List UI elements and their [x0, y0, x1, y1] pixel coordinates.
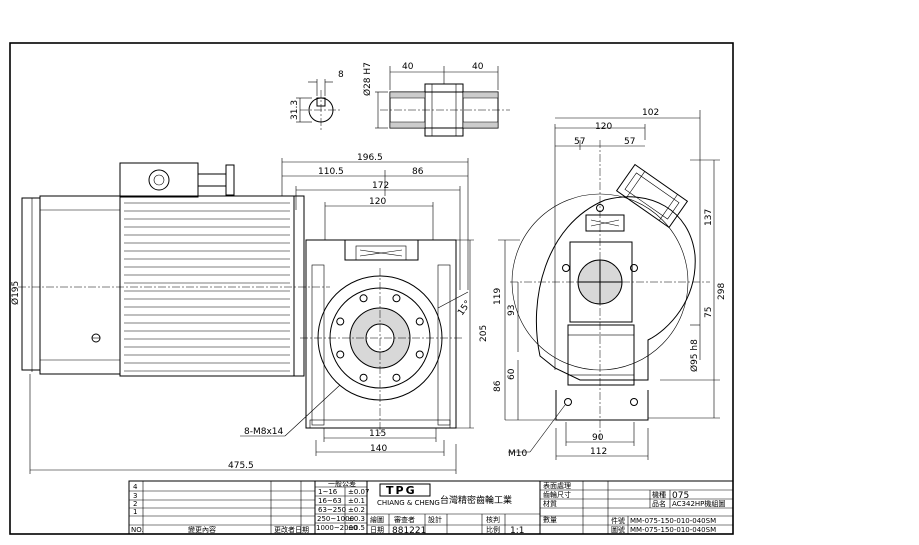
- revision-header-date: 更改者日期: [274, 525, 309, 534]
- gearbox-right-view: [498, 110, 720, 460]
- dim-h-119: 119: [493, 288, 503, 305]
- label-m10: M10: [508, 449, 527, 459]
- name-value: AC342HP機組圖: [672, 499, 725, 508]
- tolerance-range-1: 1~16: [318, 488, 338, 496]
- part-no-label: 圖號: [611, 525, 625, 534]
- gear-size-label: 齒輪尺寸: [543, 490, 571, 499]
- dim-102: 102: [642, 108, 659, 118]
- dim-h-75: 75: [704, 307, 714, 318]
- material-label: 材質: [543, 499, 557, 508]
- dim-bore-depth: 31.3: [290, 100, 300, 120]
- dim-h-60: 60: [507, 368, 517, 380]
- dim-angle-15: 15°: [456, 299, 473, 318]
- flange-bolt-hole: [336, 317, 345, 326]
- dim-bore-dia: Ø28 H7: [362, 62, 373, 96]
- tolerance-range-3: 63~250: [318, 506, 346, 514]
- tolerance-range-5: 1000~2000: [316, 524, 358, 532]
- reviewer-label: 審查者: [394, 515, 415, 524]
- tolerance-value-5: ±0.5: [348, 524, 365, 532]
- flange-bolt-hole: [336, 350, 345, 359]
- dim-h-298: 298: [717, 283, 727, 300]
- shaft-bore-detail: [296, 79, 342, 130]
- company-name: 台灣精密齒輪工業: [440, 494, 512, 506]
- design-label: 設計: [428, 515, 442, 524]
- dim-base-90: 90: [592, 433, 604, 443]
- flange-bolt-hole: [415, 317, 424, 326]
- dim-total-length: 475.5: [228, 461, 254, 471]
- dim-height-205: 205: [479, 325, 489, 342]
- name-label: 品名: [652, 499, 666, 508]
- model-label: 機種: [652, 490, 666, 499]
- model-value: 075: [672, 491, 689, 501]
- revision-header-content: 變更內容: [188, 525, 216, 534]
- flange-bolt-hole: [392, 373, 401, 382]
- company-logo: TPG: [386, 484, 417, 497]
- dim-inner-width: 120: [369, 197, 386, 207]
- motor-body: [18, 162, 330, 377]
- revision-header-no: NO.: [131, 526, 144, 534]
- dim-half-left: 57: [574, 137, 585, 147]
- date-value: 881221: [392, 526, 426, 536]
- flange-bolt-hole: [359, 294, 368, 303]
- dim-base-112: 112: [590, 447, 607, 457]
- dim-h-137: 137: [704, 209, 714, 226]
- output-shaft-detail: [375, 66, 510, 137]
- dim-shaft-dia: Ø95 h8: [689, 339, 700, 372]
- drawing-no-value: MM-075-150-010-040SM: [630, 517, 716, 525]
- flange-bolt-hole: [415, 350, 424, 359]
- dim-key-width: 8: [338, 70, 344, 80]
- dim-h-93: 93: [507, 305, 517, 316]
- dim-bolt-span: 115: [369, 429, 386, 439]
- date-label: 日期: [370, 526, 384, 534]
- quantity-label: 數量: [543, 515, 557, 524]
- tolerance-value-2: ±0.1: [348, 497, 365, 505]
- dim-shaft-right: 40: [472, 62, 484, 72]
- surface-treatment-label: 表面處理: [543, 481, 571, 490]
- dim-120: 120: [595, 122, 612, 132]
- drawing-no-label: 件號: [611, 516, 625, 525]
- side-dimension-lines: [29, 158, 469, 474]
- ratio-label: 比例: [486, 525, 500, 534]
- title-block: [128, 480, 734, 535]
- company-logo-subtitle: CHIANG & CHENG: [377, 499, 440, 507]
- dim-shaft-left: 40: [402, 62, 414, 72]
- approve-label: 核判: [486, 515, 500, 524]
- label-bolt-thread: 8-M8x14: [244, 427, 284, 437]
- dim-right-part: 86: [412, 167, 424, 177]
- dim-flange-width: 172: [372, 181, 389, 191]
- tolerance-value-4: ±0.3: [348, 515, 365, 523]
- revision-row-4: 4: [133, 483, 138, 491]
- tolerance-range-4: 250~1000: [317, 515, 354, 523]
- dim-half-right: 57: [624, 137, 635, 147]
- dim-base-width: 140: [370, 444, 387, 454]
- gearbox-front-view: [240, 239, 474, 456]
- tolerance-range-2: 16~63: [318, 497, 342, 505]
- dim-left-part: 110.5: [318, 167, 344, 177]
- revision-row-2: 2: [133, 500, 137, 508]
- dim-motor-dia: Ø195: [10, 281, 21, 305]
- part-no-value: MM-075-150-010-040SM: [630, 526, 716, 534]
- dim-h-86: 86: [493, 380, 503, 392]
- tolerance-header: 一般公差: [328, 479, 356, 488]
- drawn-label: 繪圖: [370, 515, 384, 524]
- revision-row-1: 1: [133, 508, 137, 516]
- ratio-value: 1:1: [510, 526, 524, 536]
- tolerance-value-3: ±0.2: [348, 506, 365, 514]
- revision-row-3: 3: [133, 492, 137, 500]
- dim-overall-length: 196.5: [357, 153, 383, 163]
- flange-bolt-hole: [392, 294, 401, 303]
- flange-bolt-hole: [359, 373, 368, 382]
- tolerance-value-1: ±0.07: [348, 488, 369, 496]
